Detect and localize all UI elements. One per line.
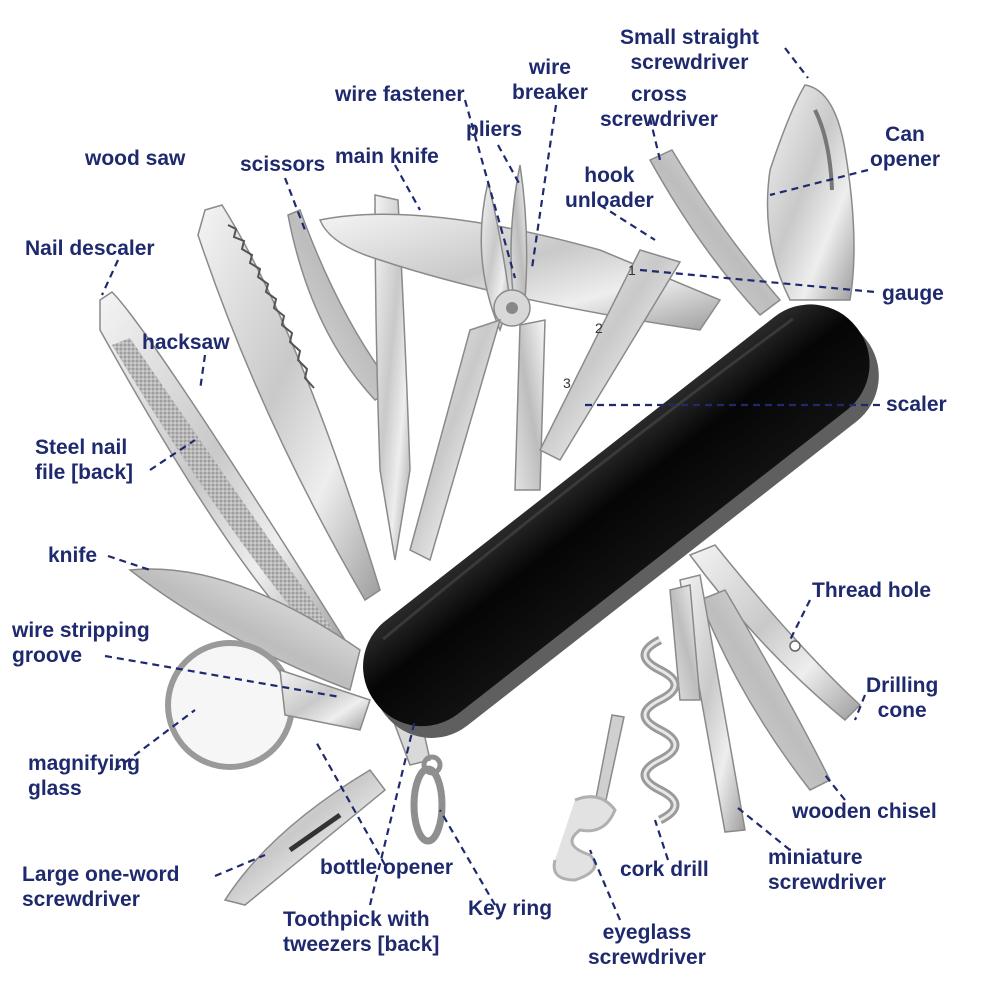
pliers-handle (409, 318, 502, 562)
leader-hacksaw (198, 354, 207, 391)
leader-can-opener (769, 168, 869, 197)
leader-toothpick (368, 719, 417, 906)
pliers-handle-2 (514, 319, 546, 491)
miniature-screwdriver-blade (679, 574, 746, 833)
label-scaler: scaler (886, 393, 947, 416)
label-wire-fastener: wire fastener (335, 83, 465, 106)
nail-file-texture (112, 338, 340, 652)
label-hacksaw: hacksaw (142, 331, 230, 354)
leader-wire-breaker (530, 104, 558, 269)
label-wooden-chisel: wooden chisel (792, 800, 937, 823)
leader-drilling-cone (853, 694, 867, 721)
label-key-ring: Key ring (468, 897, 553, 920)
gauge-numerals: 1 2 3 (563, 262, 636, 391)
leader-wire-stripping-groove (104, 654, 341, 699)
scissors-arm (374, 194, 411, 561)
wood-saw-teeth (227, 224, 315, 389)
knife-left-blade (128, 568, 361, 692)
leader-miniature-screwdriver (737, 807, 791, 851)
leader-magnifying-glass (114, 709, 196, 771)
leader-nail-descaler (100, 259, 120, 296)
magnifying-glass-lens (165, 640, 295, 770)
scissors-blade (287, 209, 397, 401)
black-handle (363, 304, 879, 738)
leader-cork-drill (653, 819, 670, 861)
leader-pliers (497, 144, 521, 186)
leader-lines (100, 47, 880, 921)
leader-eyeglass-screwdriver (588, 849, 622, 921)
wood-saw-blade (197, 204, 381, 602)
leader-key-ring (439, 809, 496, 906)
leader-main-knife (394, 164, 421, 211)
leader-hook-unloader (599, 204, 656, 241)
label-bottle-opener: bottle opener (320, 856, 454, 879)
label-gauge: gauge (882, 282, 944, 305)
label-thread-hole: Thread hole (812, 579, 932, 602)
label-scissors: scissors (240, 153, 326, 176)
label-pliers: pliers (466, 118, 523, 141)
label-knife: knife (48, 544, 98, 567)
tool-blades (99, 84, 862, 906)
leader-gauge (639, 268, 876, 294)
key-ring (410, 765, 446, 845)
can-opener-blade (766, 84, 855, 301)
magnifying-glass-arm (279, 668, 371, 731)
pliers-jaw-right (510, 164, 528, 312)
gauge-mark-1: 1 (628, 262, 636, 278)
gauge-mark-3: 3 (563, 375, 571, 391)
leader-large-screwdriver (214, 853, 266, 878)
leader-scissors (283, 177, 307, 231)
cross-screwdriver-arm (648, 149, 782, 317)
leader-steel-nail-file (149, 439, 196, 471)
leader-knife (107, 554, 151, 572)
label-nail-descaler: Nail descaler (25, 237, 155, 260)
label-main-knife: main knife (335, 145, 439, 168)
scaler-ruler (538, 249, 682, 461)
eyeglass-screwdriver (595, 714, 625, 801)
label-cork-drill: cork drill (620, 858, 709, 881)
leader-small-straight-screwdriver (784, 47, 809, 79)
gauge-mark-2: 2 (595, 320, 603, 336)
leader-wire-fastener (463, 99, 517, 279)
leader-thread-hole (789, 599, 811, 641)
eyeglass-screwdriver-spiral (552, 795, 617, 882)
label-wood-saw: wood saw (85, 147, 186, 170)
leader-wooden-chisel (824, 774, 846, 801)
drilling-blade (669, 584, 701, 701)
